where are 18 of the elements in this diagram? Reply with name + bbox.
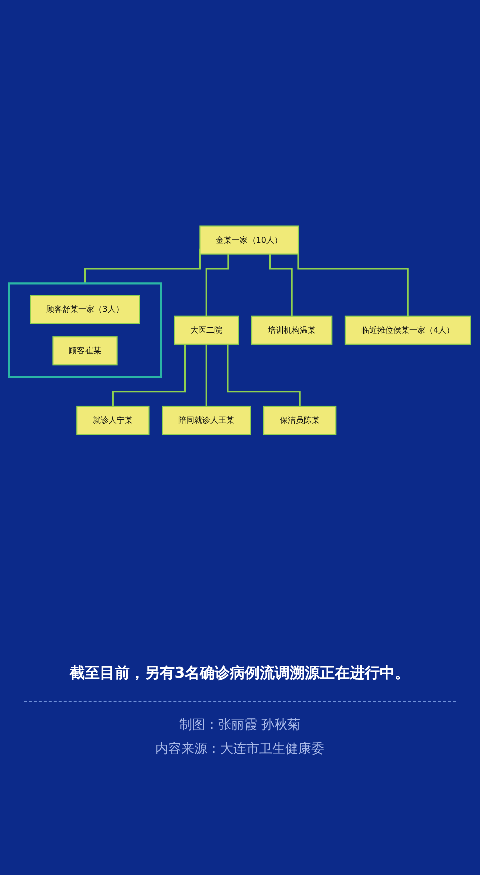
node-box: 顾客崔某 <box>52 336 118 366</box>
node-box: 就诊人宁某 <box>76 406 150 435</box>
credit-text: 制图：张丽霞 孙秋菊 <box>178 717 302 734</box>
note-text: 截至目前，另有3名确诊病例流调溯源正在进行中。 <box>68 664 412 683</box>
node-box: 顾客舒某一家（3人） <box>30 294 140 324</box>
node-box: 金某一家（10人） <box>200 225 300 254</box>
node-box: 临近摊位侯某一家（4人） <box>344 315 472 345</box>
node-box: 陪同就诊人王某 <box>162 406 252 435</box>
connector <box>206 254 230 317</box>
cluster <box>8 282 162 378</box>
credit-text: 内容来源：大连市卫生健康委 <box>154 741 326 758</box>
connector <box>269 254 293 317</box>
connector <box>227 344 301 407</box>
node-box: 大医二院 <box>174 315 240 345</box>
node-box: 培训机构温某 <box>251 315 333 345</box>
connector <box>206 344 208 407</box>
node-box: 保洁员陈某 <box>264 406 337 435</box>
connector <box>112 344 186 407</box>
